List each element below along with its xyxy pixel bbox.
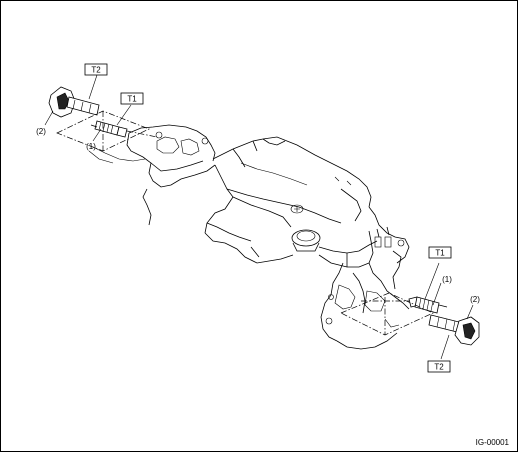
- leader-one-right: [432, 282, 442, 306]
- left-ignition-coil: [48, 86, 100, 118]
- t2-right-box: [427, 360, 451, 373]
- one-left-label: (1): [86, 142, 96, 151]
- t2-left-box: [84, 63, 108, 76]
- right-dashed-guide: [340, 292, 434, 336]
- t1-left-label: T1: [127, 95, 137, 104]
- t1-left-box: [120, 92, 144, 105]
- left-dashed-guide: [56, 110, 150, 152]
- leader-one-left: [92, 128, 102, 142]
- two-right-label: (2): [470, 295, 480, 304]
- leader-two-right: [466, 304, 474, 320]
- t1-right-label: T1: [435, 249, 445, 258]
- leader-t2-left: [88, 74, 98, 100]
- leader-t1-left: [116, 104, 132, 126]
- one-right-label: (1): [442, 275, 452, 284]
- leader-t1-right: [424, 262, 440, 300]
- two-left-label: (2): [36, 127, 46, 136]
- right-spark-plug: [408, 296, 448, 314]
- figure-id: IG-00001: [476, 438, 510, 447]
- t1-right-box: [428, 246, 452, 259]
- t2-right-label: T2: [434, 363, 444, 372]
- engine-block: [88, 124, 410, 350]
- leader-t2-right: [440, 334, 450, 360]
- leader-two-left: [44, 110, 54, 126]
- t2-left-label: T2: [91, 66, 101, 75]
- right-ignition-coil: [428, 314, 480, 346]
- left-dashed-extension: [126, 130, 158, 138]
- left-spark-plug: [90, 120, 128, 138]
